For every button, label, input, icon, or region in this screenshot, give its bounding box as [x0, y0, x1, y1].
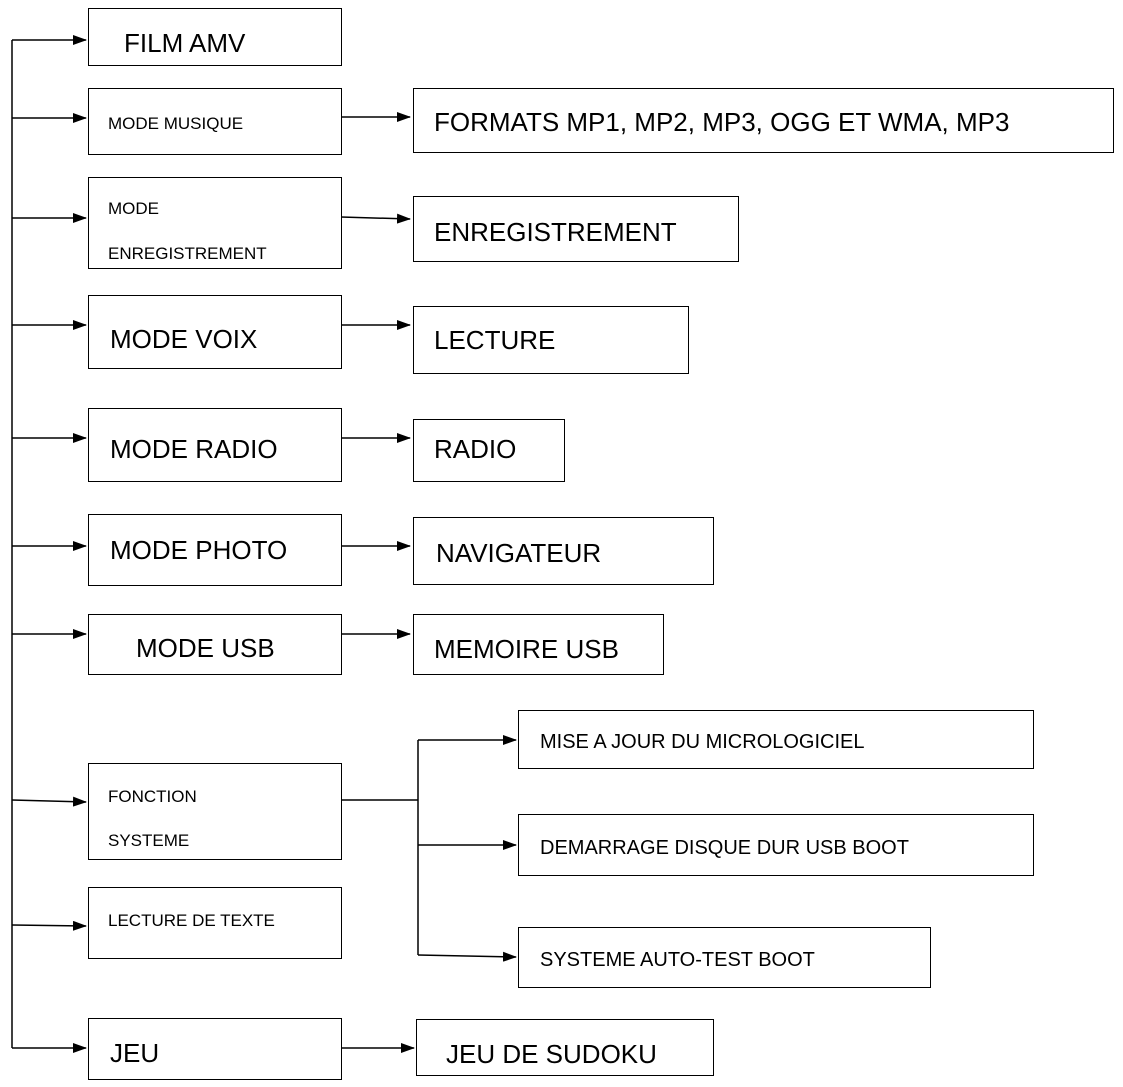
recording-function-label: ENREGISTREMENT — [434, 217, 677, 247]
recording-mode-label-line1: MODE — [108, 199, 159, 218]
text-reading-box — [88, 887, 342, 959]
arrow-self-test — [417, 951, 517, 962]
radio-function-box — [413, 419, 565, 482]
usb-memory-label: MEMOIRE USB — [434, 634, 619, 664]
usb-mode-label: MODE USB — [136, 633, 275, 663]
radio-mode-box — [88, 408, 342, 482]
system-function-label-line1: FONCTION — [108, 787, 197, 806]
usb-boot-label: DEMARRAGE DISQUE DUR USB BOOT — [540, 837, 909, 859]
radio-mode-label: MODE RADIO — [110, 434, 278, 464]
recording-mode-label-line2: ENREGISTREMENT — [108, 244, 267, 263]
voice-playback-label: LECTURE — [434, 325, 556, 355]
arrow-system — [11, 796, 87, 807]
system-function-label-line2: SYSTEME — [108, 831, 190, 850]
sudoku-label: JEU DE SUDOKU — [446, 1039, 657, 1069]
sudoku-box — [416, 1019, 714, 1076]
photo-browser-label: NAVIGATEUR — [436, 538, 602, 568]
game-box — [88, 1018, 342, 1080]
music-mode-label: MODE MUSIQUE — [108, 114, 244, 133]
voice-mode-label: MODE VOIX — [110, 324, 258, 354]
usb-boot-box — [518, 814, 1034, 876]
firmware-update-label: MISE A JOUR DU MICROLOGICIEL — [540, 731, 865, 753]
photo-mode-label: MODE PHOTO — [110, 535, 288, 565]
arrow-text — [11, 920, 87, 931]
text-reading-label: LECTURE DE TEXTE — [108, 911, 275, 930]
self-test-label: SYSTEME AUTO-TEST BOOT — [540, 949, 815, 971]
self-test-box — [518, 927, 931, 988]
photo-mode-box — [88, 514, 342, 586]
game-label: JEU — [110, 1038, 160, 1068]
music-mode-box — [88, 88, 342, 155]
voice-playback-box — [413, 306, 689, 374]
arrow-recording-sub — [340, 213, 411, 224]
radio-function-label: RADIO — [434, 434, 517, 464]
system-function-box — [88, 763, 342, 860]
firmware-update-box — [518, 710, 1034, 769]
photo-browser-box — [413, 517, 714, 585]
usb-mode-box — [88, 614, 342, 675]
voice-mode-box — [88, 295, 342, 369]
recording-mode-box — [88, 177, 342, 269]
music-formats-box — [413, 88, 1114, 153]
film-amv-label: FILM AMV — [124, 28, 246, 58]
recording-function-box — [413, 196, 739, 262]
film-amv-box — [88, 8, 342, 66]
music-formats-label: FORMATS MP1, MP2, MP3, OGG ET WMA, MP3 — [434, 107, 1010, 137]
usb-memory-box — [413, 614, 664, 675]
